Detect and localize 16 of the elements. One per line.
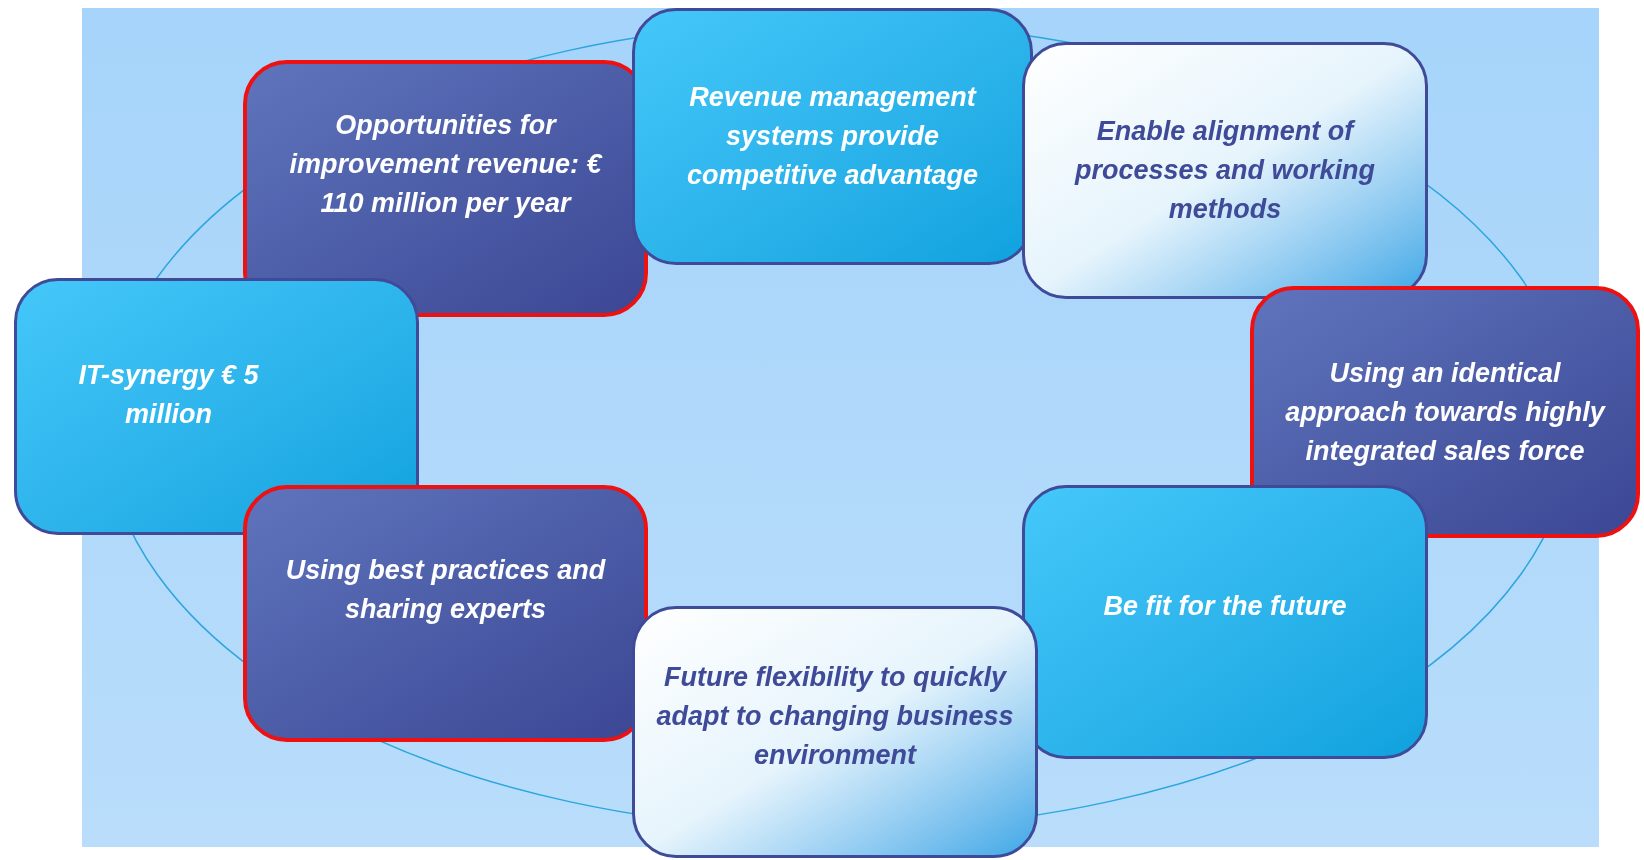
box-text: Enable alignment of processes and working methods xyxy=(1073,115,1377,226)
box-text: Future flexibility to quickly adapt to changing business environment xyxy=(655,660,1015,772)
box-text: Be fit for the future xyxy=(1103,589,1347,623)
rounded-box xyxy=(243,60,648,317)
box-text: Revenue management systems provide competitive advantage xyxy=(685,81,980,192)
rounded-box xyxy=(1022,485,1428,759)
rounded-box xyxy=(632,8,1033,265)
rounded-box xyxy=(1250,286,1640,538)
rounded-box xyxy=(14,278,419,535)
rounded-box xyxy=(243,485,648,742)
box-text: Using best practices and sharing experts xyxy=(284,553,607,626)
box-text: Using an identical approach towards highly integrated sales force xyxy=(1284,356,1607,468)
box-text: Opportunities for improvement revenue: € 110 million per year xyxy=(288,109,604,220)
rounded-box xyxy=(632,606,1038,858)
box-text: IT-synergy € 5 million xyxy=(77,358,260,431)
rounded-box xyxy=(1022,42,1428,299)
